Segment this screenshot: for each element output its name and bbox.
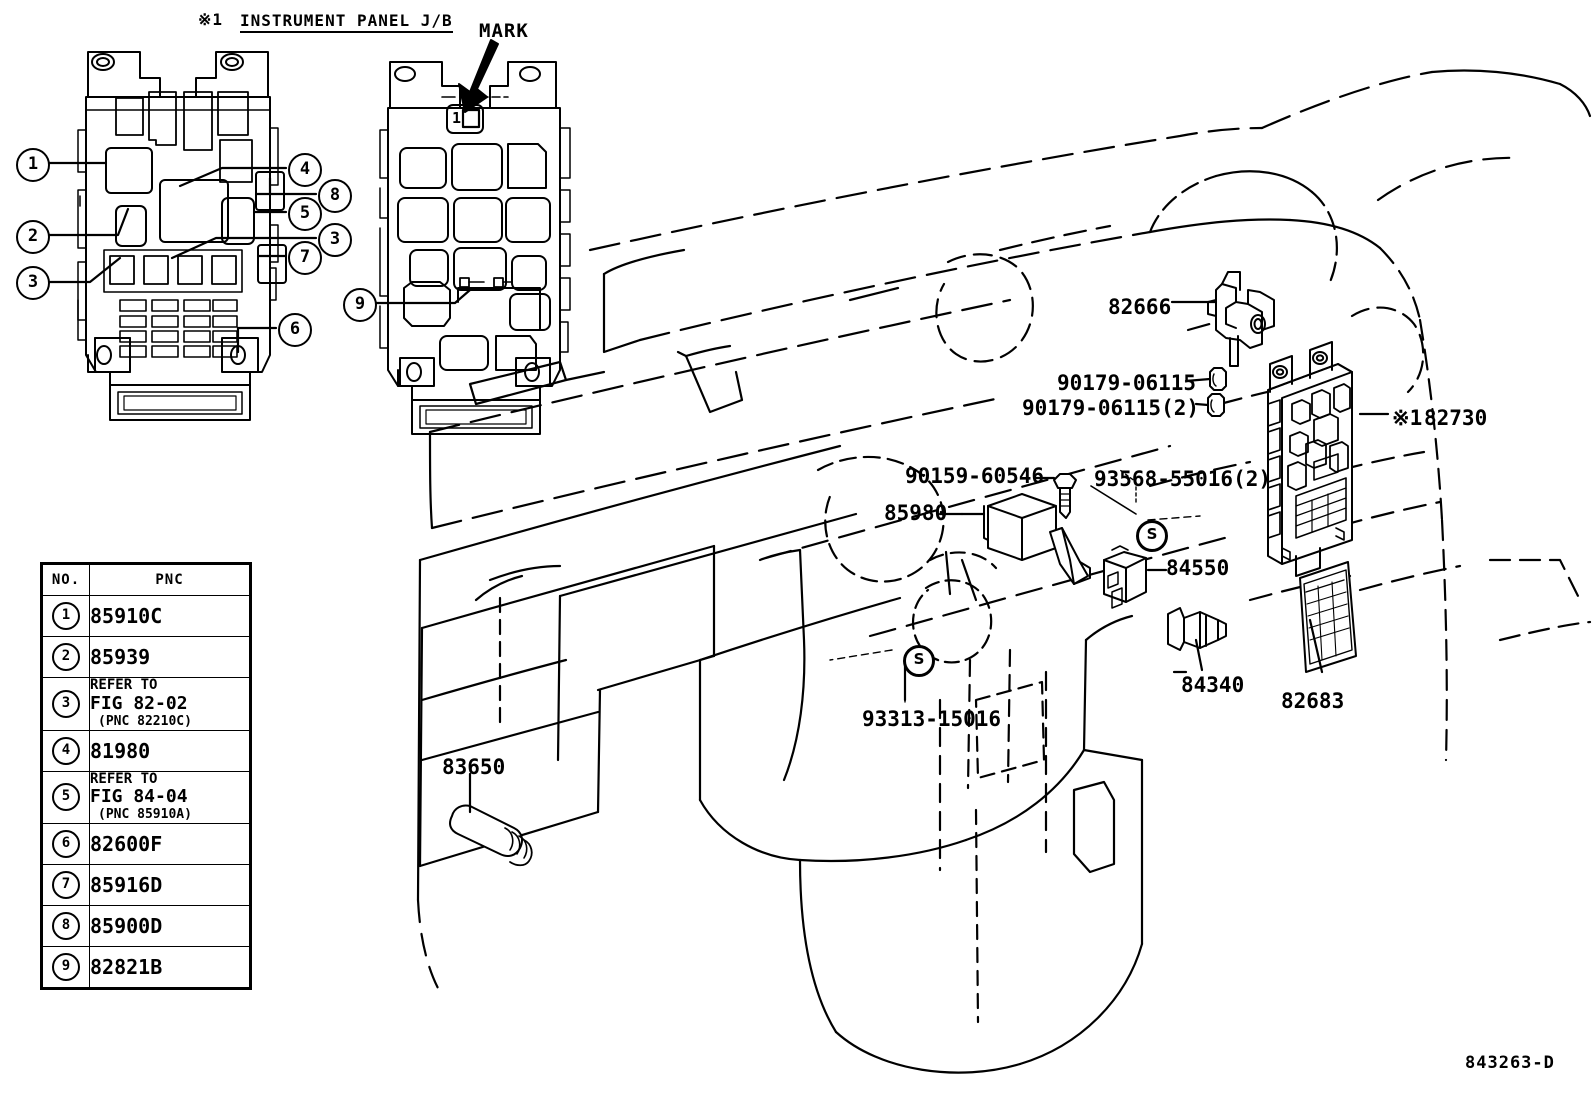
title-star-note: ※1 <box>198 10 224 29</box>
middle-junction-block <box>379 61 571 435</box>
legend-bubble-6: 6 <box>52 830 80 858</box>
part-label-82730: 82730 <box>1424 406 1488 430</box>
screw-marker-93568: S <box>1136 520 1168 552</box>
legend-header-pnc: PNC <box>89 564 250 596</box>
legend-pnc-3-line2: FIG 82-02 <box>90 692 188 714</box>
callout-3-right[interactable]: 3 <box>318 223 352 257</box>
left-jb-leaders <box>44 161 318 354</box>
part-label-90179-06115: 90179-06115 <box>1057 371 1197 395</box>
screw-marker-93313: S <box>903 645 935 677</box>
part-82730 <box>1267 341 1353 577</box>
part-84340 <box>1167 607 1227 651</box>
callout-3[interactable]: 3 <box>16 266 50 300</box>
part-label-84550: 84550 <box>1166 556 1230 580</box>
legend-pnc-5-line1: REFER TO <box>90 770 158 787</box>
part-leaders <box>468 300 1390 814</box>
drawing-number: 843263-D <box>1465 1053 1555 1073</box>
part-82683 <box>1299 561 1357 673</box>
callout-7[interactable]: 7 <box>288 241 322 275</box>
callout-6[interactable]: 6 <box>278 313 312 347</box>
legend-row-9[interactable]: 9 82821B <box>42 946 250 988</box>
legend-pnc-4: 81980 <box>89 729 250 772</box>
legend-row-5[interactable]: 5 REFER TO FIG 84-04 (PNC 85910A) <box>42 770 250 824</box>
legend-bubble-5: 5 <box>52 783 80 812</box>
legend-pnc-3-line3: (PNC 82210C) <box>98 713 192 729</box>
legend-pnc-3: REFER TO FIG 82-02 (PNC 82210C) <box>89 677 250 731</box>
bolt-90179-06115 <box>1209 367 1227 391</box>
part-84550 <box>1103 545 1147 609</box>
legend-pnc-6: 82600F <box>89 823 250 865</box>
legend-pnc-2: 85939 <box>89 636 250 678</box>
legend-row-8[interactable]: 8 85900D <box>42 905 250 947</box>
callout-4[interactable]: 4 <box>288 153 322 187</box>
part-label-93313-15016: 93313-15016 <box>862 707 1002 731</box>
dashboard-outline <box>416 69 1592 1074</box>
legend-header-no: NO. <box>42 564 90 596</box>
legend-bubble-7: 7 <box>52 871 80 899</box>
legend-row-1[interactable]: 1 85910C <box>42 595 250 637</box>
legend-bubble-2: 2 <box>52 643 80 671</box>
legend-row-3[interactable]: 3 REFER TO FIG 82-02 (PNC 82210C) <box>42 677 250 731</box>
part-83650 <box>449 804 533 867</box>
legend-pnc-7: 85916D <box>89 864 250 906</box>
mark-arrow <box>458 39 499 113</box>
callout-9[interactable]: 9 <box>343 288 377 322</box>
legend-pnc-5-line3: (PNC 85910A) <box>98 807 192 823</box>
legend-pnc-5-line2: FIG 84-04 <box>90 786 188 808</box>
mark-label: MARK <box>479 20 529 42</box>
bolt-90159-60546 <box>1053 473 1077 519</box>
left-junction-block <box>77 51 287 421</box>
legend-header-row: NO. PNC <box>42 564 250 596</box>
page-title: INSTRUMENT PANEL J/B <box>240 11 453 33</box>
part-label-85980: 85980 <box>884 501 948 525</box>
part-label-82666: 82666 <box>1108 295 1172 319</box>
part-label-82683: 82683 <box>1281 689 1345 713</box>
legend-bubble-9: 9 <box>52 953 80 981</box>
legend-bubble-3: 3 <box>52 689 80 718</box>
part-85980 <box>983 493 1091 585</box>
legend-row-6[interactable]: 6 82600F <box>42 823 250 865</box>
callout-1[interactable]: 1 <box>16 148 50 182</box>
legend-pnc-5: REFER TO FIG 84-04 (PNC 85910A) <box>89 770 250 824</box>
legend-table: NO. PNC 1 85910C 2 85939 3 REFER TO FIG … <box>40 562 252 990</box>
legend-bubble-8: 8 <box>52 912 80 940</box>
legend-bubble-1: 1 <box>52 602 80 630</box>
legend-row-7[interactable]: 7 85916D <box>42 864 250 906</box>
legend-row-2[interactable]: 2 85939 <box>42 636 250 678</box>
legend-pnc-8: 85900D <box>89 905 250 947</box>
legend-pnc-9: 82821B <box>89 946 250 988</box>
legend-pnc-1: 85910C <box>89 595 250 637</box>
callout-2[interactable]: 2 <box>16 220 50 254</box>
part-label-84340: 84340 <box>1181 673 1245 697</box>
part-label-93568-55016-2: 93568-55016(2) <box>1094 467 1272 491</box>
callout-5[interactable]: 5 <box>288 197 322 231</box>
part-label-90179-06115-2: 90179-06115(2) <box>1022 396 1200 420</box>
legend-bubble-4: 4 <box>52 736 80 765</box>
part-82666 <box>1207 271 1275 367</box>
mark-box-text: 1 <box>452 109 462 127</box>
callout-8[interactable]: 8 <box>318 179 352 213</box>
part-label-82730-star: ※1 <box>1392 406 1423 430</box>
legend-row-4[interactable]: 4 81980 <box>42 729 250 772</box>
part-label-83650: 83650 <box>442 755 506 779</box>
bolt-90179-06115-2 <box>1207 393 1225 417</box>
legend-pnc-3-line1: REFER TO <box>90 677 158 693</box>
part-label-90159-60546: 90159-60546 <box>905 464 1045 488</box>
